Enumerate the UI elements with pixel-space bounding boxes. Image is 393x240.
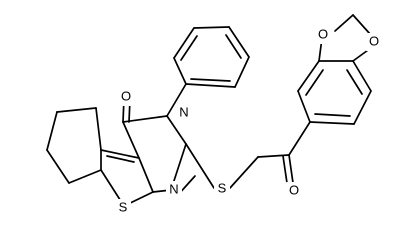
bond bbox=[173, 57, 187, 85]
bond bbox=[106, 155, 135, 163]
bond bbox=[282, 155, 288, 184]
bond bbox=[122, 121, 140, 159]
atom-label-background bbox=[117, 88, 135, 106]
bond bbox=[225, 34, 242, 59]
bond bbox=[228, 26, 250, 58]
bond bbox=[297, 90, 311, 123]
atom-labels: O N N S S O O O bbox=[115, 26, 383, 217]
oxygen-dioxole-top-label: O bbox=[318, 26, 328, 41]
bond bbox=[314, 113, 351, 117]
atom-label-background bbox=[365, 33, 383, 51]
bond bbox=[190, 78, 231, 82]
bond bbox=[46, 111, 58, 151]
atom-label-background bbox=[314, 26, 332, 44]
oxygen-ketone-right-label: O bbox=[289, 182, 299, 197]
bond bbox=[173, 27, 195, 59]
bond bbox=[100, 149, 140, 159]
bond bbox=[353, 90, 372, 125]
sulfur-ring-label: S bbox=[119, 199, 128, 214]
sulfur-linker-label: S bbox=[218, 180, 227, 195]
bond bbox=[185, 143, 215, 189]
molecule-drawing: O N N S S O O O bbox=[46, 14, 383, 217]
bond bbox=[288, 121, 311, 156]
bond bbox=[234, 56, 250, 88]
bond bbox=[166, 115, 187, 145]
bond bbox=[166, 83, 187, 117]
oxygen-dioxole-right-label: O bbox=[369, 33, 379, 48]
bond-lines bbox=[46, 14, 376, 207]
atom-label-background bbox=[166, 181, 182, 199]
bond bbox=[346, 69, 363, 95]
bond bbox=[229, 156, 259, 189]
bond bbox=[352, 14, 371, 35]
bond bbox=[334, 14, 354, 32]
chemical-structure-canvas: O N N S S O O O bbox=[46, 14, 383, 217]
oxygen-ketone-left-label: O bbox=[121, 88, 131, 103]
atom-label-background bbox=[176, 104, 192, 122]
atom-label-background bbox=[115, 199, 131, 217]
bond bbox=[305, 69, 324, 96]
atom-label-background bbox=[214, 180, 230, 198]
bond bbox=[257, 154, 290, 158]
bond bbox=[297, 60, 320, 92]
bond bbox=[180, 35, 198, 61]
bond bbox=[46, 149, 70, 184]
bond bbox=[352, 60, 372, 92]
bond bbox=[288, 154, 294, 184]
bond bbox=[138, 157, 154, 193]
bond bbox=[309, 121, 355, 125]
nitrogen-upper-label: N bbox=[179, 104, 188, 119]
bond bbox=[122, 115, 168, 123]
bond bbox=[56, 107, 97, 113]
atom-label-background bbox=[285, 182, 303, 200]
bond bbox=[68, 169, 102, 184]
bond bbox=[95, 107, 102, 151]
bond bbox=[185, 83, 236, 88]
bond bbox=[193, 26, 230, 29]
nitrogen-lower-label: N bbox=[169, 181, 178, 196]
